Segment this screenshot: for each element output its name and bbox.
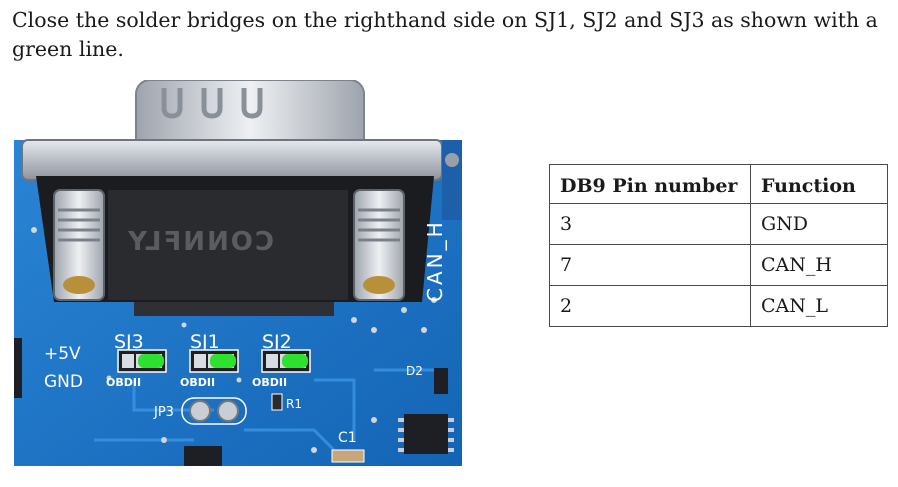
function-cell: CAN_H	[750, 244, 888, 286]
obd-board-photo: CONNFLY CAN_H +5V GND SJ3 SJ1 SJ2 OBDII …	[14, 80, 462, 466]
connector-brand: CONNFLY	[126, 227, 274, 257]
table-header-row: DB9 Pin number Function	[549, 164, 888, 204]
c1-label: C1	[338, 430, 357, 446]
table-row: 2 CAN_L	[549, 285, 888, 327]
bridge-marker-sj1	[210, 354, 236, 368]
jp3-pad-right	[217, 400, 239, 422]
function-cell: CAN_L	[750, 285, 888, 327]
instruction-text: Close the solder bridges on the righthan…	[12, 8, 878, 61]
header-db9-pin-number: DB9 Pin number	[549, 164, 751, 204]
obdii-label-3: OBDII	[252, 376, 287, 389]
can-h-label: CAN_H	[423, 219, 447, 302]
sj2-label: SJ2	[262, 331, 292, 353]
ic-chip	[404, 414, 448, 454]
pin-function-table: DB9 Pin number Function 3 GND 7 CAN_H 2 …	[549, 164, 888, 327]
sj1-label: SJ1	[190, 331, 220, 353]
pin-cell: 3	[549, 203, 751, 245]
pin-cell: 7	[549, 244, 751, 286]
obdii-label-2: OBDII	[180, 376, 215, 389]
function-cell: GND	[750, 203, 888, 245]
obdii-label-1: OBDII	[106, 376, 141, 389]
db9-bracket	[21, 139, 443, 181]
pin-cell: 2	[549, 285, 751, 327]
table-row: 7 CAN_H	[549, 244, 888, 286]
table-row: 3 GND	[549, 203, 888, 245]
jp3-pad-left	[189, 400, 211, 422]
gnd-label: GND	[44, 372, 83, 392]
jp3-label: JP3	[153, 405, 174, 420]
d2-label: D2	[406, 364, 423, 378]
screw-post-right	[353, 189, 405, 301]
sj3-label: SJ3	[114, 331, 144, 353]
screw-post-left	[53, 189, 105, 301]
header-function: Function	[750, 164, 888, 204]
bridge-marker-sj2	[282, 354, 308, 368]
r1-label: R1	[286, 397, 302, 411]
bridge-marker-sj3	[138, 354, 164, 368]
plus5v-label: +5V	[44, 344, 81, 364]
